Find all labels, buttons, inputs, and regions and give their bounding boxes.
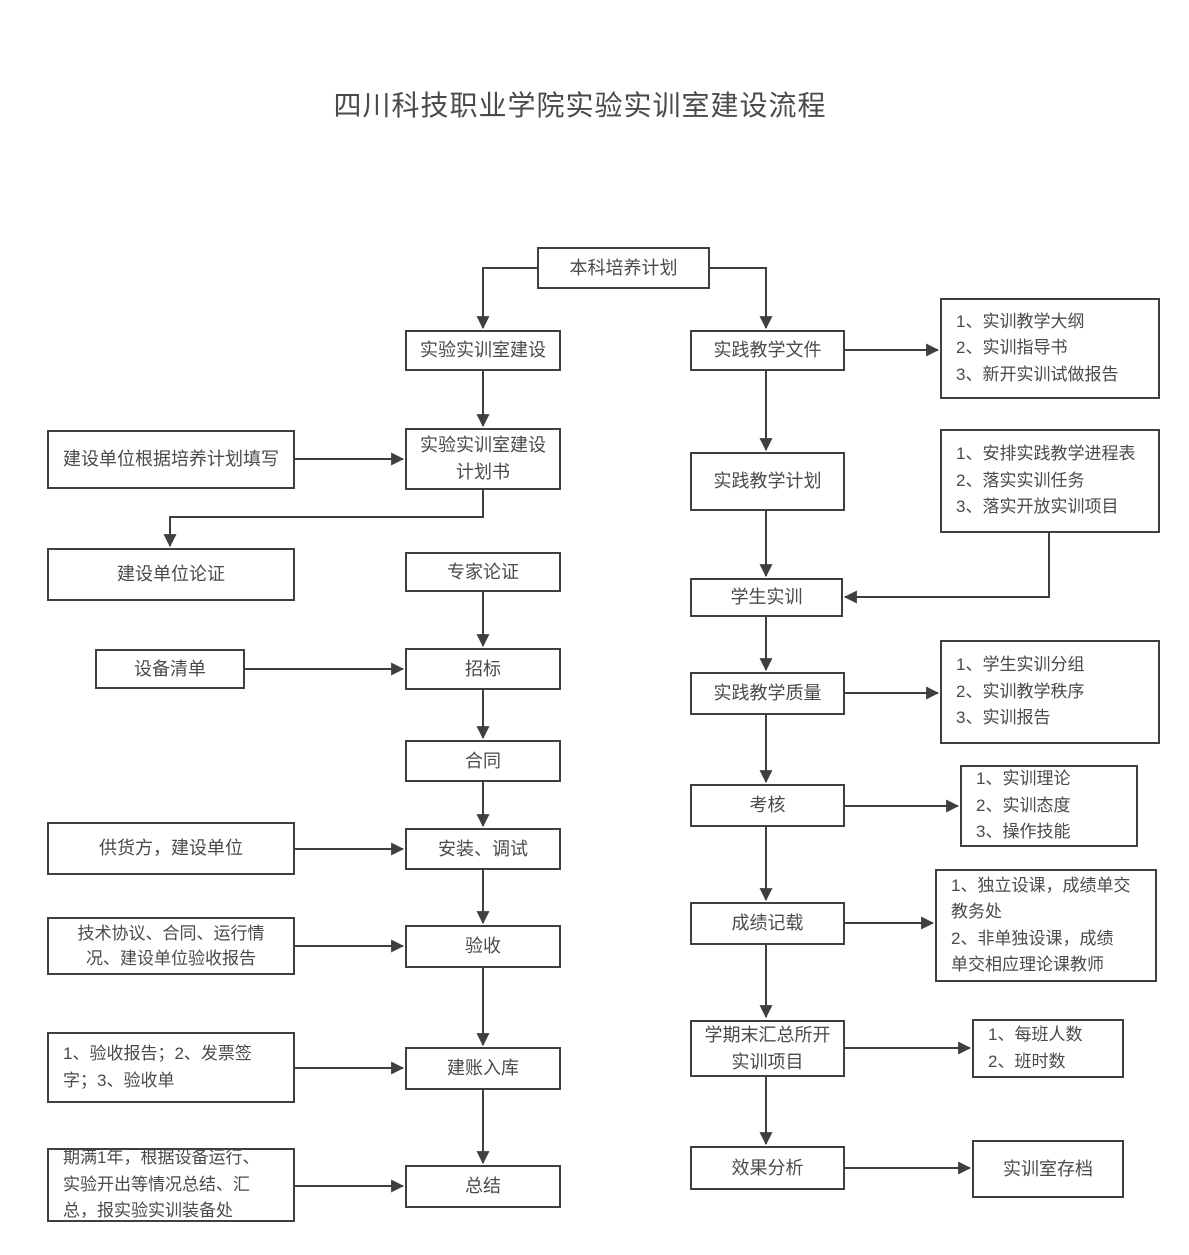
node-practice-teaching-quality: 实践教学质量	[690, 672, 845, 715]
node-undergrad-training-plan: 本科培养计划	[537, 247, 710, 289]
node-acceptance: 验收	[405, 925, 561, 968]
note-acceptance-report-list: 1、验收报告；2、发票签 字；3、验收单	[47, 1032, 295, 1103]
connector-jihuashu-to-danweilunzheng	[163, 490, 484, 548]
node-practice-teaching-documents: 实践教学文件	[690, 330, 845, 371]
node-fill-by-construction-unit: 建设单位根据培养计划填写	[47, 430, 295, 489]
node-installation-debugging: 安装、调试	[405, 828, 561, 870]
node-bidding: 招标	[405, 648, 561, 690]
node-grade-recording: 成绩记载	[690, 902, 845, 945]
note-class-size-list: 1、每班人数 2、班时数	[972, 1019, 1124, 1078]
note-one-year-summary: 期满1年，根据设备运行、 实验开出等情况总结、汇 总，报实验实训装备处	[47, 1148, 295, 1222]
connector-benke-to-shixunjianshe	[476, 267, 537, 330]
note-training-theory-list: 1、实训理论 2、实训态度 3、操作技能	[960, 765, 1138, 847]
node-practice-teaching-plan: 实践教学计划	[690, 452, 845, 511]
connector-noteanpai-to-xueshengshixun	[843, 533, 1050, 604]
connector-benke-to-jiaoxuewenjian	[710, 267, 773, 330]
node-lab-training-room-construction: 实验实训室建设	[405, 330, 561, 371]
node-assessment: 考核	[690, 784, 845, 827]
node-summary: 总结	[405, 1165, 561, 1208]
page-title: 四川科技职业学院实验实训室建设流程	[333, 90, 827, 121]
node-construction-unit-demonstration: 建设单位论证	[47, 548, 295, 601]
node-expert-demonstration: 专家论证	[405, 552, 561, 592]
node-training-room-archive: 实训室存档	[972, 1140, 1124, 1198]
note-arrange-schedule-list: 1、安排实践教学进程表 2、落实实训任务 3、落实开放实训项目	[940, 429, 1160, 533]
node-construction-plan-book: 实验实训室建设 计划书	[405, 428, 561, 490]
note-independent-course-list: 1、独立设课，成绩单交 教务处 2、非单独设课，成绩 单交相应理论课教师	[935, 869, 1157, 982]
node-student-training: 学生实训	[690, 578, 843, 617]
note-teaching-outline-list: 1、实训教学大纲 2、实训指导书 3、新开实训试做报告	[940, 298, 1160, 399]
node-supplier-construction-unit: 供货方，建设单位	[47, 822, 295, 875]
node-effect-analysis: 效果分析	[690, 1146, 845, 1190]
node-account-and-storage: 建账入库	[405, 1047, 561, 1090]
node-equipment-list: 设备清单	[95, 649, 245, 689]
note-student-grouping-list: 1、学生实训分组 2、实训教学秩序 3、实训报告	[940, 640, 1160, 744]
node-contract: 合同	[405, 740, 561, 782]
node-technical-agreement: 技术协议、合同、运行情 况、建设单位验收报告	[47, 917, 295, 975]
node-semester-end-summary: 学期末汇总所开 实训项目	[690, 1020, 845, 1077]
